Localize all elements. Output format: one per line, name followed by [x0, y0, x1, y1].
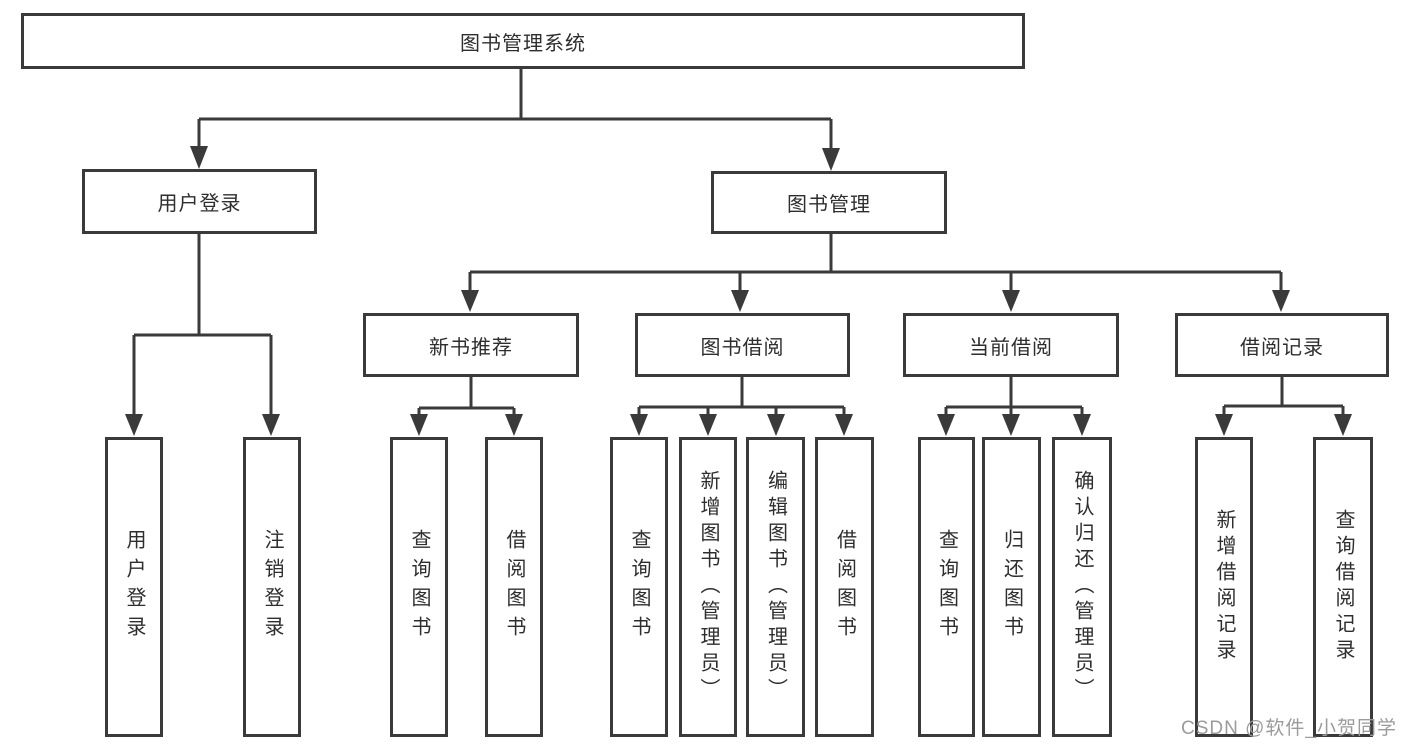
- leaf-add-borrow-record: 新增借阅记录: [1195, 437, 1253, 737]
- leaf-borrow-book-recommend: 借阅图书: [485, 437, 543, 737]
- leaf-borrow-book: 借阅图书: [815, 437, 874, 737]
- leaf-add-book-admin: 新增图书（管理员）: [679, 437, 737, 737]
- leaf-query-book-borrow: 查询图书: [610, 437, 668, 737]
- node-library-management-system: 图书管理系统: [21, 13, 1025, 69]
- leaf-query-book-current: 查询图书: [918, 437, 975, 737]
- csdn-watermark: CSDN @软件_小贺同学: [1181, 718, 1397, 739]
- leaf-user-login: 用户登录: [105, 437, 163, 737]
- leaf-return-book: 归还图书: [982, 437, 1041, 737]
- leaf-query-book-recommend: 查询图书: [390, 437, 448, 737]
- leaf-query-borrow-record: 查询借阅记录: [1313, 437, 1373, 737]
- leaf-logout: 注销登录: [243, 437, 301, 737]
- leaf-edit-book-admin: 编辑图书（管理员）: [746, 437, 805, 737]
- node-new-book-recommend: 新书推荐: [363, 313, 579, 377]
- node-current-borrow: 当前借阅: [903, 313, 1119, 377]
- node-user-login: 用户登录: [82, 169, 317, 234]
- node-borrow-record: 借阅记录: [1175, 313, 1389, 377]
- node-book-borrow: 图书借阅: [635, 313, 850, 377]
- node-book-management: 图书管理: [711, 171, 947, 234]
- leaf-confirm-return-admin: 确认归还（管理员）: [1052, 437, 1112, 737]
